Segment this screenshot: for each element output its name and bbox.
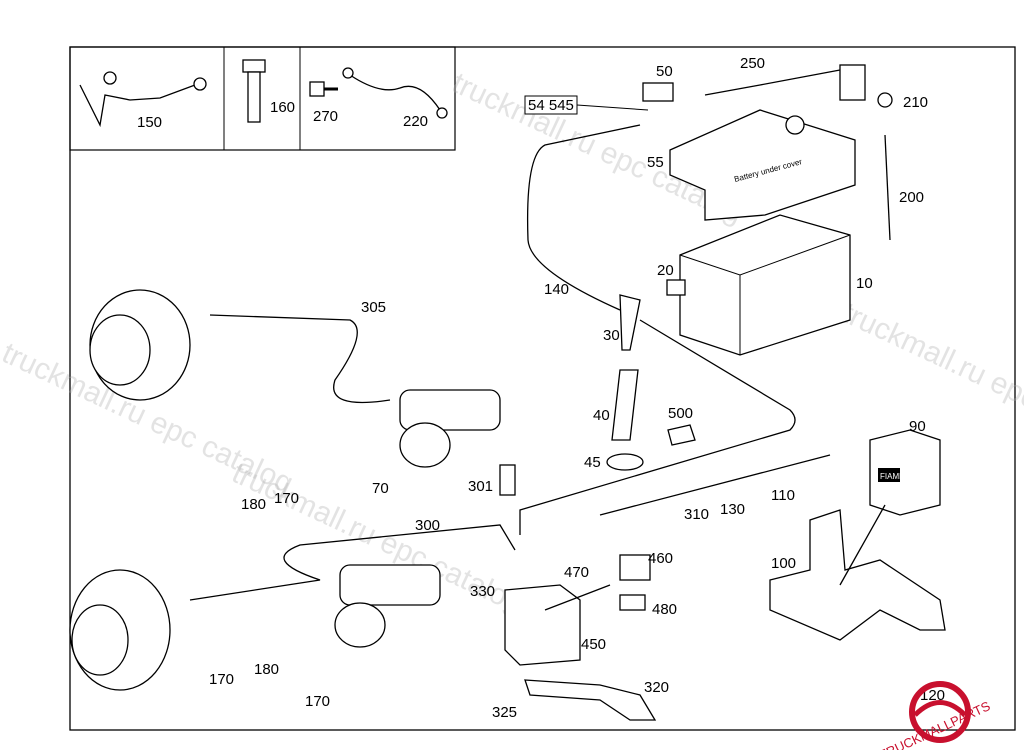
part-160-bolt <box>242 59 266 123</box>
label-110: 110 <box>771 487 795 504</box>
label-50: 50 <box>656 63 673 80</box>
part-45-grommet <box>606 453 644 471</box>
part-220-cable <box>342 67 448 119</box>
part-150-bracket <box>79 71 207 128</box>
label-270: 270 <box>313 108 338 125</box>
part-450-holder <box>504 584 581 666</box>
part-20-nut <box>666 279 686 296</box>
label-20: 20 <box>657 262 674 279</box>
label-325: 325 <box>492 704 517 721</box>
part-55-battery-cover: Battery under cover <box>669 109 856 221</box>
part-90-small-battery: FIAMM <box>869 429 941 516</box>
part-labels: 150 160 270 220 50 54 545 250 210 55 200… <box>137 55 945 721</box>
label-150: 150 <box>137 114 162 131</box>
part-210-bolt <box>877 92 893 108</box>
label-300: 300 <box>415 517 440 534</box>
label-70: 70 <box>372 480 389 497</box>
label-40: 40 <box>593 407 610 424</box>
label-330: 330 <box>470 583 495 600</box>
part-250-switch <box>839 64 866 101</box>
label-100: 100 <box>771 555 796 572</box>
label-250: 250 <box>740 55 765 72</box>
label-54545: 54 545 <box>528 97 574 114</box>
label-10: 10 <box>856 275 873 292</box>
label-450: 450 <box>581 636 606 653</box>
part-480-fuse <box>619 594 646 611</box>
label-480: 480 <box>652 601 677 618</box>
label-140: 140 <box>544 281 569 298</box>
part-140-cable <box>526 124 641 311</box>
part-40-hose <box>611 369 639 441</box>
label-180b: 180 <box>254 661 279 678</box>
alternator-lower <box>69 569 171 691</box>
inset-box <box>69 46 456 151</box>
label-200: 200 <box>899 189 924 206</box>
label-90: 90 <box>909 418 926 435</box>
label-30: 30 <box>603 327 620 344</box>
label-210: 210 <box>903 94 928 111</box>
diagram-frame <box>69 46 1016 731</box>
label-320: 320 <box>644 679 669 696</box>
label-301: 301 <box>468 478 493 495</box>
label-180: 180 <box>241 496 266 513</box>
starter-lower <box>334 564 441 648</box>
part-30-hose <box>619 294 641 351</box>
label-500: 500 <box>668 405 693 422</box>
label-170c: 170 <box>305 693 330 710</box>
part-301-connector <box>499 464 516 496</box>
label-470: 470 <box>564 564 589 581</box>
label-160: 160 <box>270 99 295 116</box>
part-250-cable <box>704 69 841 96</box>
leader-line <box>839 504 886 586</box>
svg-text:truckmall.ru epc catalog: truckmall.ru epc catalog <box>837 296 1024 460</box>
label-310: 310 <box>684 506 709 523</box>
label-170: 170 <box>274 490 299 507</box>
label-220: 220 <box>403 113 428 130</box>
small-battery-brand: FIAMM <box>880 472 906 481</box>
label-55: 55 <box>647 154 664 171</box>
label-130: 130 <box>720 501 745 518</box>
label-460: 460 <box>648 550 673 567</box>
part-320-bracket <box>524 679 657 721</box>
part-310-cable-end <box>599 454 831 516</box>
label-45: 45 <box>584 454 601 471</box>
label-305: 305 <box>361 299 386 316</box>
part-200-cable <box>884 134 891 241</box>
part-500-clip <box>667 424 696 446</box>
arrow-450 <box>544 584 611 611</box>
part-305-cable <box>209 314 391 404</box>
part-10-battery <box>679 214 851 356</box>
part-460-relay <box>619 554 651 581</box>
part-100-bracket <box>769 509 946 641</box>
part-300-cable <box>189 524 516 601</box>
alternator-upper <box>89 289 191 401</box>
label-170b: 170 <box>209 671 234 688</box>
part-270-bolt <box>309 81 338 97</box>
part-310-cable <box>519 319 796 535</box>
label-120: 120 <box>920 687 945 704</box>
starter-upper <box>399 389 501 468</box>
part-50-terminal <box>642 82 674 102</box>
